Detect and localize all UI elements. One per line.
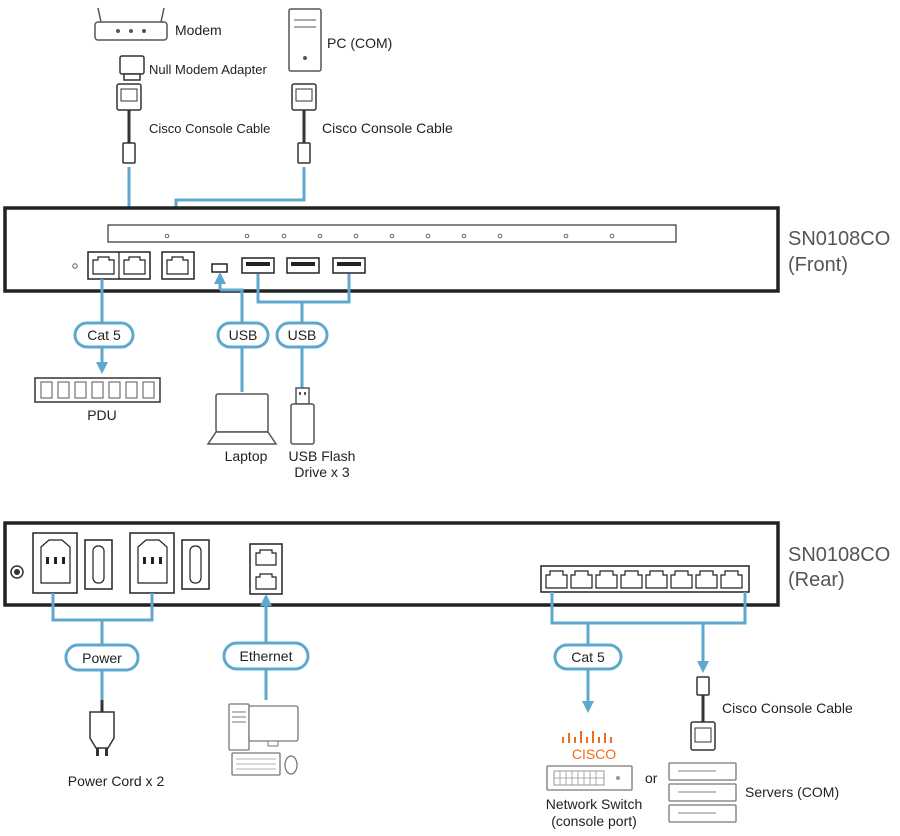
front-title-line2: (Front) (788, 254, 848, 276)
servers-icon (668, 762, 737, 823)
modem-icon (94, 7, 168, 41)
modem-label: Modem (175, 22, 222, 38)
svg-text:USB: USB (229, 327, 258, 343)
laptop-label: Laptop (225, 448, 268, 464)
cat5-rear-pill: Cat 5 (553, 643, 623, 671)
servers-com-label: Servers (COM) (745, 784, 839, 800)
front-usb-ports (241, 257, 366, 274)
power-pill: Power (64, 643, 140, 672)
front-panel (3, 206, 780, 293)
front-bottom-connectors (96, 272, 351, 392)
usb-flash-pill: USB (275, 321, 329, 349)
pdu-icon (34, 377, 161, 403)
power-plug-icon (89, 700, 115, 756)
front-rj45-ports (87, 251, 195, 280)
null-modem-adapter-label: Null Modem Adapter (149, 62, 267, 77)
network-switch-label-line2: (console port) (551, 813, 637, 829)
pc-tower-icon (288, 8, 322, 72)
svg-text:Ethernet: Ethernet (240, 648, 293, 664)
ethernet-pill: Ethernet (222, 641, 310, 671)
or-label: or (645, 770, 658, 786)
rear-panel (3, 521, 780, 607)
cisco-logo-icon (562, 731, 612, 743)
svg-text:Cat 5: Cat 5 (87, 327, 121, 343)
cisco-console-cable-left-label: Cisco Console Cable (149, 121, 270, 136)
pdu-label: PDU (87, 407, 117, 423)
mini-usb-port (211, 263, 228, 273)
cisco-console-cable-rear-icon (690, 676, 716, 751)
rear-connectors (51, 592, 747, 713)
cisco-console-cable-right-label: Cisco Console Cable (322, 120, 453, 136)
power-cord-label: Power Cord x 2 (68, 773, 165, 789)
rear-title-line2: (Rear) (788, 569, 845, 591)
usb-flash-label-line2: Drive x 3 (294, 464, 349, 480)
rear-title-line1: SN0108CO (788, 544, 890, 566)
svg-text:USB: USB (288, 327, 317, 343)
usb-flash-label-line1: USB Flash (289, 448, 356, 464)
desktop-pc-icon (228, 703, 299, 776)
svg-text:Cat 5: Cat 5 (571, 649, 605, 665)
usb-laptop-pill: USB (216, 321, 270, 349)
pc-com-label: PC (COM) (327, 35, 392, 51)
laptop-icon (206, 393, 278, 445)
network-switch-label-line1: Network Switch (546, 796, 642, 812)
cisco-console-cable-right-icon (291, 83, 317, 164)
network-switch-icon (546, 765, 633, 791)
usb-flash-drive-icon (290, 387, 315, 445)
cisco-console-cable-rear-label: Cisco Console Cable (722, 700, 853, 716)
svg-text:Power: Power (82, 650, 122, 666)
cisco-console-cable-left-icon (116, 83, 142, 164)
null-modem-adapter-icon (119, 55, 145, 81)
cat5-front-pill: Cat 5 (73, 321, 135, 349)
cisco-brand-label: CISCO (572, 746, 616, 762)
front-title-line1: SN0108CO (788, 228, 890, 250)
